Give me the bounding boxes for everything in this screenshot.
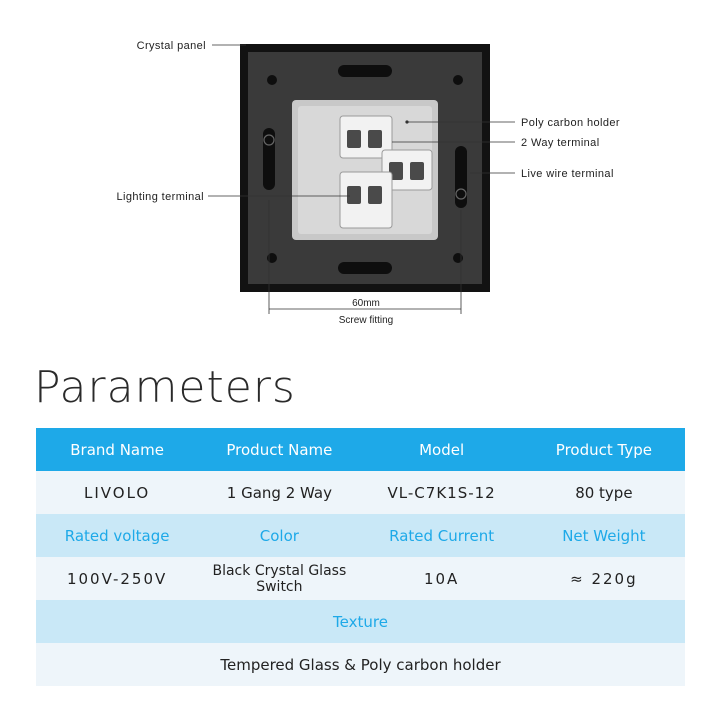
value-rated-voltage: 100V-250V xyxy=(36,557,199,600)
label-lighting-terminal: Lighting terminal xyxy=(116,191,204,203)
corner-hole xyxy=(453,75,463,85)
value-color: Black Crystal Glass Switch xyxy=(198,557,361,600)
header-brand-name: Brand Name xyxy=(36,428,199,471)
switch-back-diagram: Crystal panel Poly carbon holder 2 Way t… xyxy=(116,40,620,326)
corner-hole xyxy=(267,253,277,263)
value-product-type: 80 type xyxy=(522,471,685,514)
dimension-caption: Screw fitting xyxy=(339,315,393,326)
corner-hole xyxy=(453,253,463,263)
table-row: Texture xyxy=(36,600,685,643)
holder-face xyxy=(298,106,432,234)
value-product-name: 1 Gang 2 Way xyxy=(198,471,361,514)
right-side-slot xyxy=(455,146,467,208)
label-rated-current: Rated Current xyxy=(360,514,523,557)
label-color: Color xyxy=(198,514,361,557)
label-texture: Texture xyxy=(36,600,685,643)
label-crystal-panel: Crystal panel xyxy=(137,40,206,52)
value-net-weight: ≈ 220g xyxy=(522,557,685,600)
table-row: Tempered Glass & Poly carbon holder xyxy=(36,643,685,686)
label-rated-voltage: Rated voltage xyxy=(36,514,199,557)
live-wire-terminal-block xyxy=(381,149,433,191)
parameters-table: Brand Name Product Name Model Product Ty… xyxy=(36,428,685,686)
table-header-row: Brand Name Product Name Model Product Ty… xyxy=(36,428,685,471)
screw-hole-right xyxy=(455,188,467,200)
page-title: Parameters xyxy=(34,362,296,413)
bottom-slot xyxy=(338,262,392,274)
two-way-terminal-block xyxy=(339,115,393,159)
header-model: Model xyxy=(360,428,523,471)
screw-hole-left xyxy=(263,134,275,146)
value-texture: Tempered Glass & Poly carbon holder xyxy=(36,643,685,686)
header-product-type: Product Type xyxy=(522,428,685,471)
top-slot xyxy=(338,65,392,77)
value-model: VL-C7K1S-12 xyxy=(360,471,523,514)
label-live-wire-terminal: Live wire terminal xyxy=(521,168,614,180)
value-brand: LIVOLO xyxy=(36,471,199,514)
label-two-way-terminal: 2 Way terminal xyxy=(521,137,600,149)
table-row: Rated voltage Color Rated Current Net We… xyxy=(36,514,685,557)
label-net-weight: Net Weight xyxy=(522,514,685,557)
header-product-name: Product Name xyxy=(198,428,361,471)
dimension-value: 60mm xyxy=(352,298,380,309)
label-poly-carbon-holder: Poly carbon holder xyxy=(521,117,620,129)
table-row: LIVOLO 1 Gang 2 Way VL-C7K1S-12 80 type xyxy=(36,471,685,514)
lighting-terminal-block xyxy=(339,171,393,229)
corner-hole xyxy=(267,75,277,85)
value-rated-current: 10A xyxy=(360,557,523,600)
table-row: 100V-250V Black Crystal Glass Switch 10A… xyxy=(36,557,685,600)
